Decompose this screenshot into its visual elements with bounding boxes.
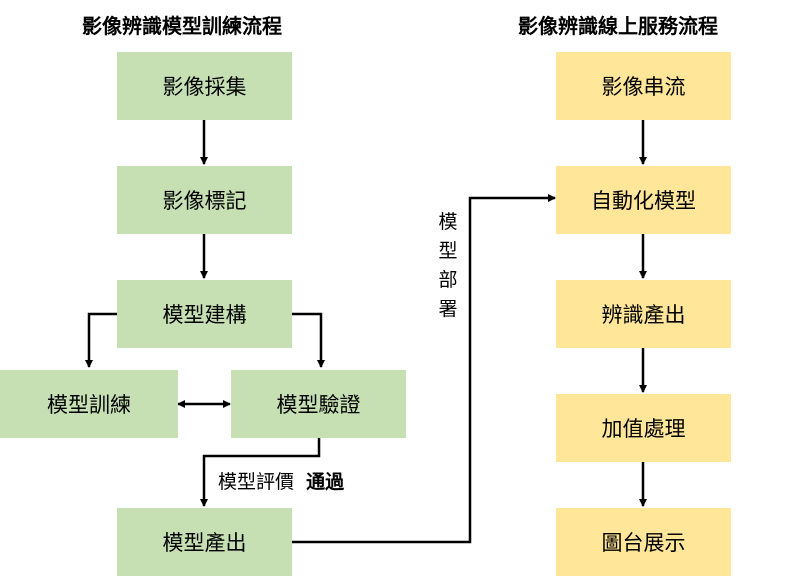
step-image-streaming: 影像串流: [556, 52, 731, 120]
left-flow-title: 影像辨識模型訓練流程: [82, 14, 282, 38]
arrow-build-to-train: [85, 312, 118, 368]
evaluation-label: 模型評價 通過: [218, 467, 344, 494]
model-deployment-label: 模型部署: [438, 211, 458, 320]
step-image-collection: 影像採集: [117, 52, 292, 120]
arrow-build-to-validate: [292, 312, 325, 368]
step-value-added-processing: 加值處理: [556, 394, 731, 462]
step-map-display: 圖台展示: [556, 508, 731, 576]
arrow-validate-to-output: [200, 438, 321, 507]
arrow-output-to-auto-model: [292, 194, 556, 544]
step-model-output: 模型產出: [117, 508, 292, 576]
step-automated-model: 自動化模型: [556, 166, 731, 234]
step-image-labeling: 影像標記: [117, 166, 292, 234]
step-model-building: 模型建構: [117, 280, 292, 348]
step-model-training: 模型訓練: [0, 370, 178, 438]
evaluation-text: 模型評價: [218, 471, 295, 493]
step-model-validation: 模型驗證: [231, 370, 406, 438]
right-flow-title: 影像辨識線上服務流程: [518, 14, 718, 38]
step-recognition-output: 辨識產出: [556, 280, 731, 348]
evaluation-pass-text: 通過: [306, 471, 345, 493]
